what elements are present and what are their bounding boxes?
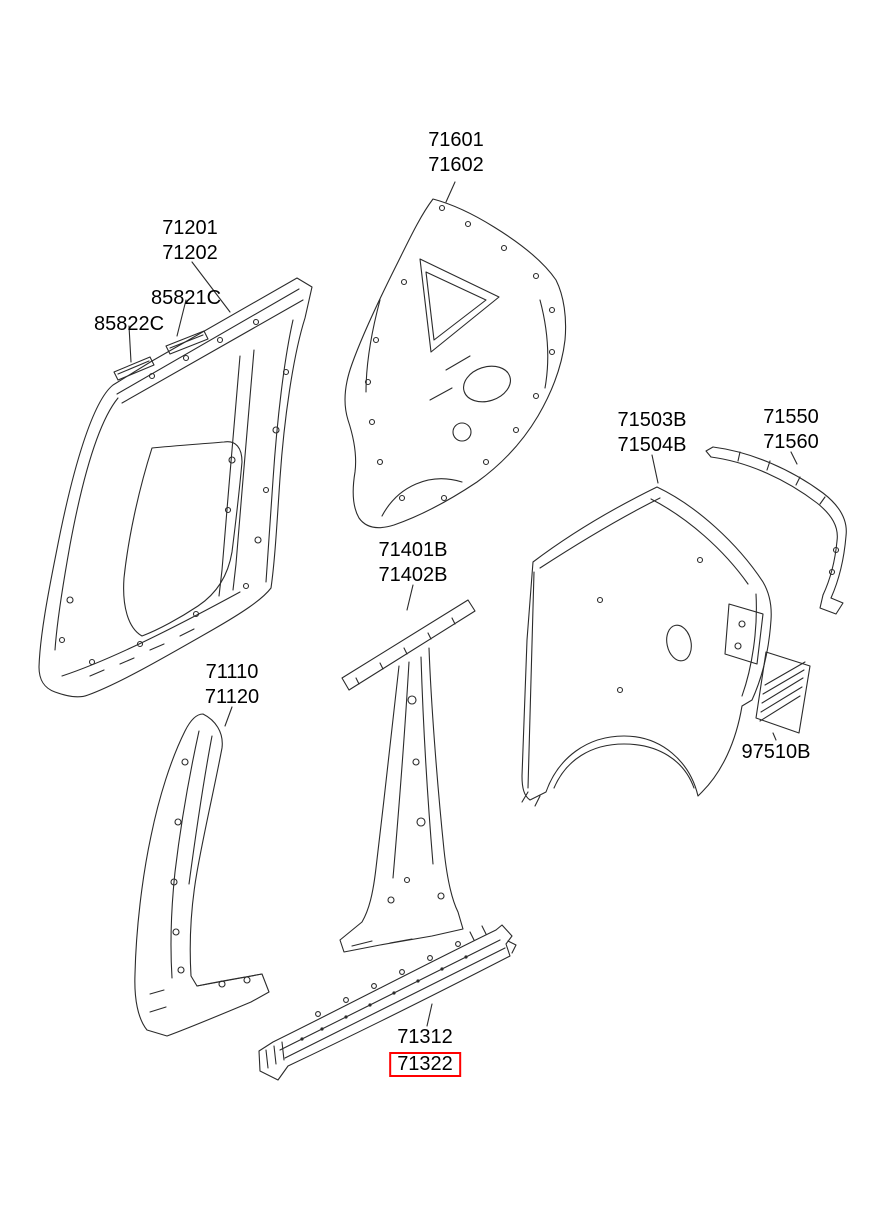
- drawing-side-sill: [258, 924, 517, 1081]
- part-number-71201[interactable]: 71201: [162, 217, 218, 239]
- part-label-center-pillar: 71401B 71402B: [379, 538, 448, 588]
- leader-lines: [128, 181, 798, 1027]
- leader-side-sill: [426, 1003, 433, 1027]
- part-number-71110[interactable]: 71110: [205, 661, 259, 683]
- leader-roof-side-rail: [790, 451, 798, 465]
- drawing-quarter-outer: [521, 486, 772, 807]
- part-number-71602[interactable]: 71602: [428, 154, 484, 176]
- part-number-71322-highlighted[interactable]: 71322: [389, 1052, 461, 1077]
- part-label-bracket-upper: 85821C: [151, 286, 221, 311]
- leader-side-assembly: [191, 261, 231, 313]
- leader-center-pillar: [406, 584, 414, 611]
- part-number-71504B[interactable]: 71504B: [617, 434, 687, 456]
- leader-rear-quarter-inner: [445, 181, 456, 203]
- leader-front-pillar: [224, 706, 233, 727]
- part-number-85822C[interactable]: 85822C: [93, 313, 165, 335]
- leader-bracket-upper: [176, 299, 187, 337]
- part-label-quarter-outer: 71503B 71504B: [618, 408, 687, 458]
- part-number-71402B[interactable]: 71402B: [378, 564, 448, 586]
- drawing-center-pillar: [339, 599, 476, 953]
- drawing-roof-side-rail: [705, 446, 847, 615]
- drawing-bracket-upper: [165, 330, 209, 355]
- part-label-extractor-grille: 97510B: [742, 740, 811, 765]
- part-number-71120[interactable]: 71120: [204, 686, 260, 708]
- part-label-front-pillar: 71110 71120: [205, 660, 259, 710]
- part-number-71601[interactable]: 71601: [428, 129, 484, 151]
- part-label-side-assembly: 71201 71202: [162, 216, 218, 266]
- part-number-85821C[interactable]: 85821C: [150, 287, 222, 309]
- drawing-side-assembly: [38, 277, 313, 698]
- part-number-71202[interactable]: 71202: [162, 242, 218, 264]
- part-number-97510B[interactable]: 97510B: [741, 741, 811, 763]
- drawing-front-pillar: [134, 713, 270, 1037]
- part-number-71560[interactable]: 71560: [763, 431, 819, 453]
- leader-extractor-grille: [772, 732, 777, 741]
- drawing-extractor-grille: [755, 651, 811, 734]
- part-label-rear-quarter-inner: 71601 71602: [428, 128, 484, 178]
- part-label-side-sill: 71312 71322: [389, 1025, 461, 1077]
- part-label-roof-side-rail: 71550 71560: [763, 405, 819, 455]
- part-number-71550[interactable]: 71550: [763, 406, 819, 428]
- part-number-71401B[interactable]: 71401B: [378, 539, 448, 561]
- leader-bracket-lower: [128, 325, 132, 363]
- part-number-71503B[interactable]: 71503B: [617, 409, 687, 431]
- drawing-bracket-lower: [113, 356, 155, 381]
- drawing-rear-quarter-inner: [344, 198, 567, 529]
- part-label-bracket-lower: 85822C: [94, 312, 164, 337]
- leader-quarter-outer: [651, 454, 659, 484]
- part-number-71312[interactable]: 71312: [397, 1026, 453, 1048]
